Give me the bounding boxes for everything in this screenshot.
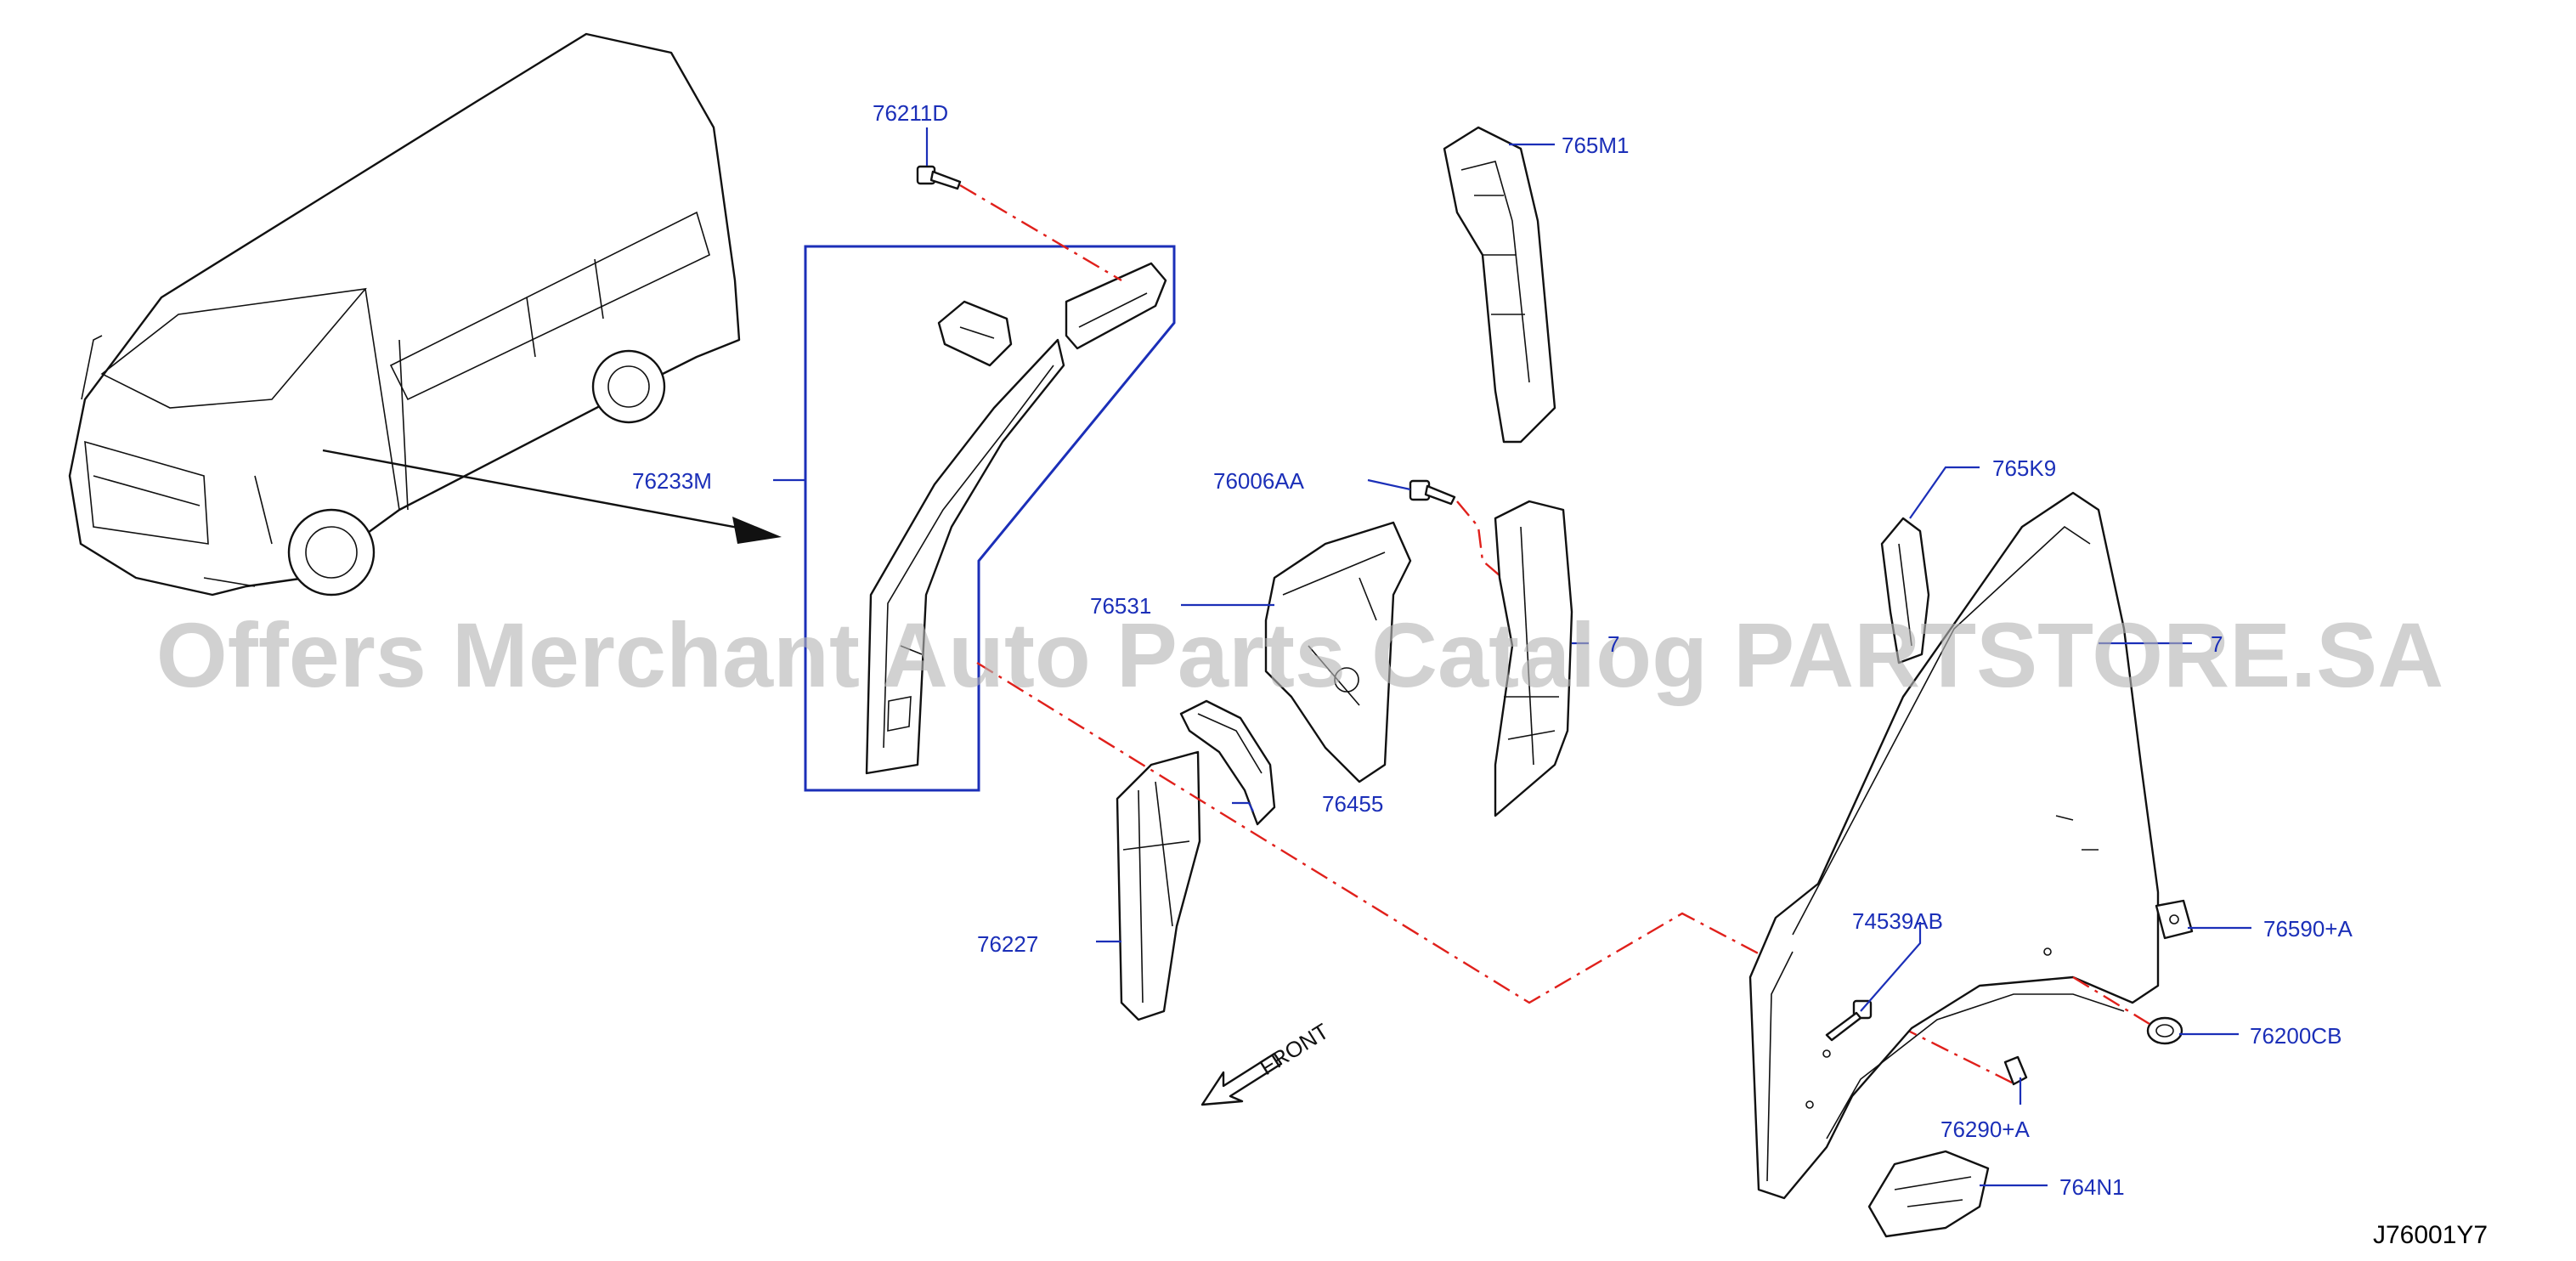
van-illustration — [68, 32, 741, 597]
clip-76590A-part — [2155, 899, 2194, 940]
callout-partial-right: 7 — [2211, 631, 2223, 657]
callout-74539AB: 74539AB — [1852, 908, 1943, 934]
bracket-765K9-part — [1880, 517, 1930, 664]
callout-76531: 76531 — [1090, 593, 1151, 619]
callout-76455: 76455 — [1322, 791, 1383, 817]
callout-76006AA: 76006AA — [1213, 468, 1305, 494]
front-fender-part — [1748, 491, 2160, 1200]
callout-76227: 76227 — [977, 931, 1038, 957]
bolt-76006AA-part — [1409, 479, 1456, 506]
callout-76211D: 76211D — [873, 100, 948, 126]
watermark-text: Offers Merchant Auto Parts Catalog PARTS… — [156, 603, 2443, 706]
callout-76590A: 76590+A — [2263, 916, 2353, 942]
pillar-76227-part — [1116, 750, 1201, 1021]
upper-bracket-part — [937, 300, 1013, 367]
assembly-76233M-frame — [804, 245, 1176, 792]
grommet-76200CB-part — [2146, 1016, 2183, 1045]
callout-76200CB: 76200CB — [2250, 1023, 2342, 1049]
callout-partial-middle: 7 — [1607, 631, 1619, 657]
callout-765K9: 765K9 — [1992, 455, 2056, 481]
callout-765M1: 765M1 — [1562, 133, 1630, 158]
callout-76290A: 76290+A — [1940, 1117, 2030, 1142]
diagram-code: J76001Y7 — [2373, 1221, 2488, 1249]
panel-76531-part — [1264, 521, 1412, 783]
member-765M1-part — [1443, 126, 1556, 444]
front-label: FRONT — [1255, 1018, 1333, 1080]
callout-764N1: 764N1 — [2059, 1174, 2125, 1200]
van-pointer-arrow — [322, 449, 782, 544]
bolt-76211D-part — [916, 165, 962, 190]
callout-76233M: 76233M — [632, 468, 712, 494]
callout-leaders — [773, 127, 2251, 1187]
roof-rail-reinforcement-part — [1065, 262, 1167, 350]
bracket-76455-part — [1179, 699, 1276, 826]
front-direction-indicator: FRONT — [1200, 1018, 1333, 1106]
splash-guard-764N1-part — [1867, 1150, 1990, 1238]
pillar-inner-panel-part — [865, 338, 1065, 775]
member-middle-part — [1494, 500, 1573, 817]
